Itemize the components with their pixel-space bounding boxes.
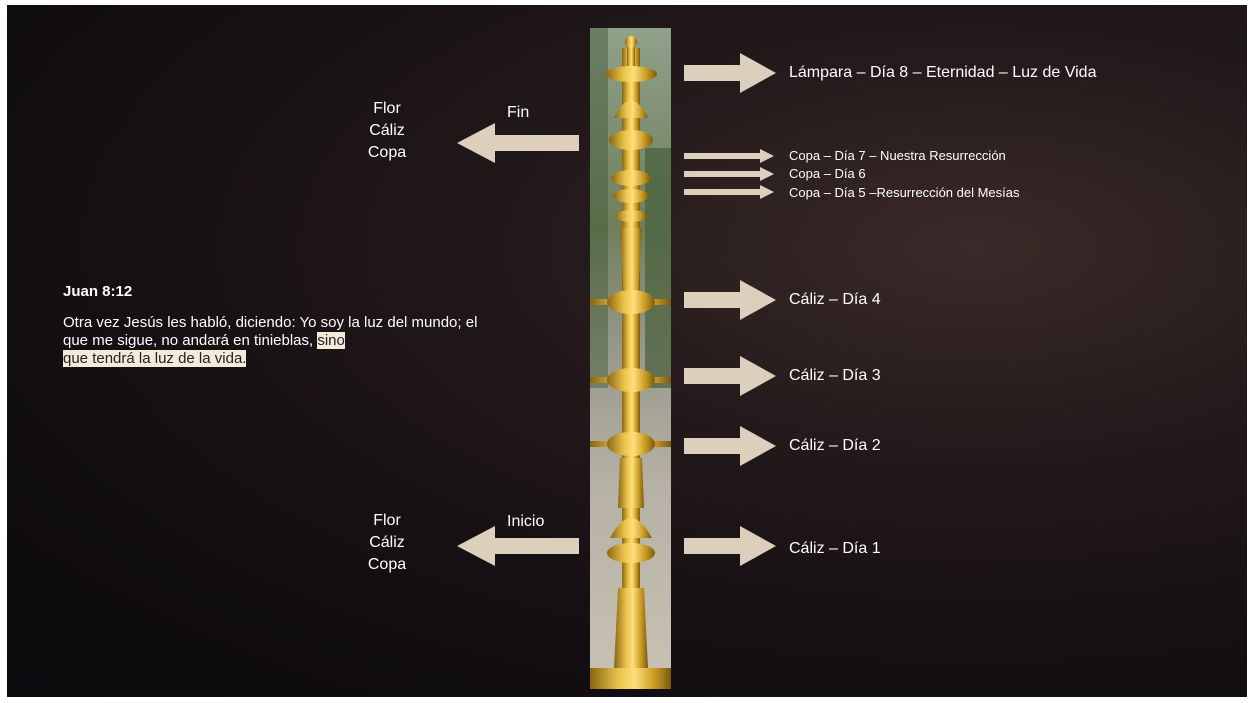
stack-line: Cáliz (369, 122, 405, 139)
arrow-right-icon (684, 526, 776, 566)
label-caliz-1: Cáliz – Día 1 (789, 540, 881, 557)
menorah-stem-photo (590, 28, 671, 689)
label-caliz-3: Cáliz – Día 3 (789, 367, 881, 384)
golden-stem-image (590, 28, 671, 689)
top-left-stack: Flor Cáliz Copa (342, 98, 432, 164)
fin-label: Fin (507, 104, 530, 121)
inicio-label: Inicio (507, 513, 545, 530)
label-copa-5: Copa – Día 5 –Resurrección del Mesías (789, 185, 1020, 200)
arrow-right-icon (684, 426, 776, 466)
label-copa-7: Copa – Día 7 – Nuestra Resurrección (789, 148, 1006, 163)
arrow-right-icon (684, 167, 774, 181)
label-caliz-2: Cáliz – Día 2 (789, 437, 881, 454)
label-copa-6: Copa – Día 6 (789, 166, 866, 181)
arrow-right-icon (684, 53, 776, 93)
arrow-left-icon (457, 123, 579, 163)
verse-highlight: sino (317, 332, 345, 349)
verse-text: Otra vez Jesús les habló, diciendo: Yo s… (63, 314, 483, 368)
label-lampara: Lámpara – Día 8 – Eternidad – Luz de Vid… (789, 64, 1097, 81)
bottom-left-stack: Flor Cáliz Copa (342, 510, 432, 576)
verse-plain: Otra vez Jesús les habló, diciendo: Yo s… (63, 314, 478, 349)
verse-reference: Juan 8:12 (63, 283, 133, 300)
slide: Lámpara – Día 8 – Eternidad – Luz de Vid… (7, 5, 1247, 697)
stack-line: Flor (373, 512, 401, 529)
arrow-left-icon (457, 526, 579, 566)
stack-line: Flor (373, 100, 401, 117)
arrow-right-icon (684, 280, 776, 320)
arrow-right-icon (684, 356, 776, 396)
verse-highlight: que tendrá la luz de la vida. (63, 350, 247, 367)
arrow-right-icon (684, 149, 774, 163)
arrow-right-icon (684, 185, 774, 199)
stack-line: Cáliz (369, 534, 405, 551)
label-caliz-4: Cáliz – Día 4 (789, 291, 881, 308)
stack-line: Copa (367, 144, 407, 161)
stack-line: Copa (367, 556, 407, 573)
